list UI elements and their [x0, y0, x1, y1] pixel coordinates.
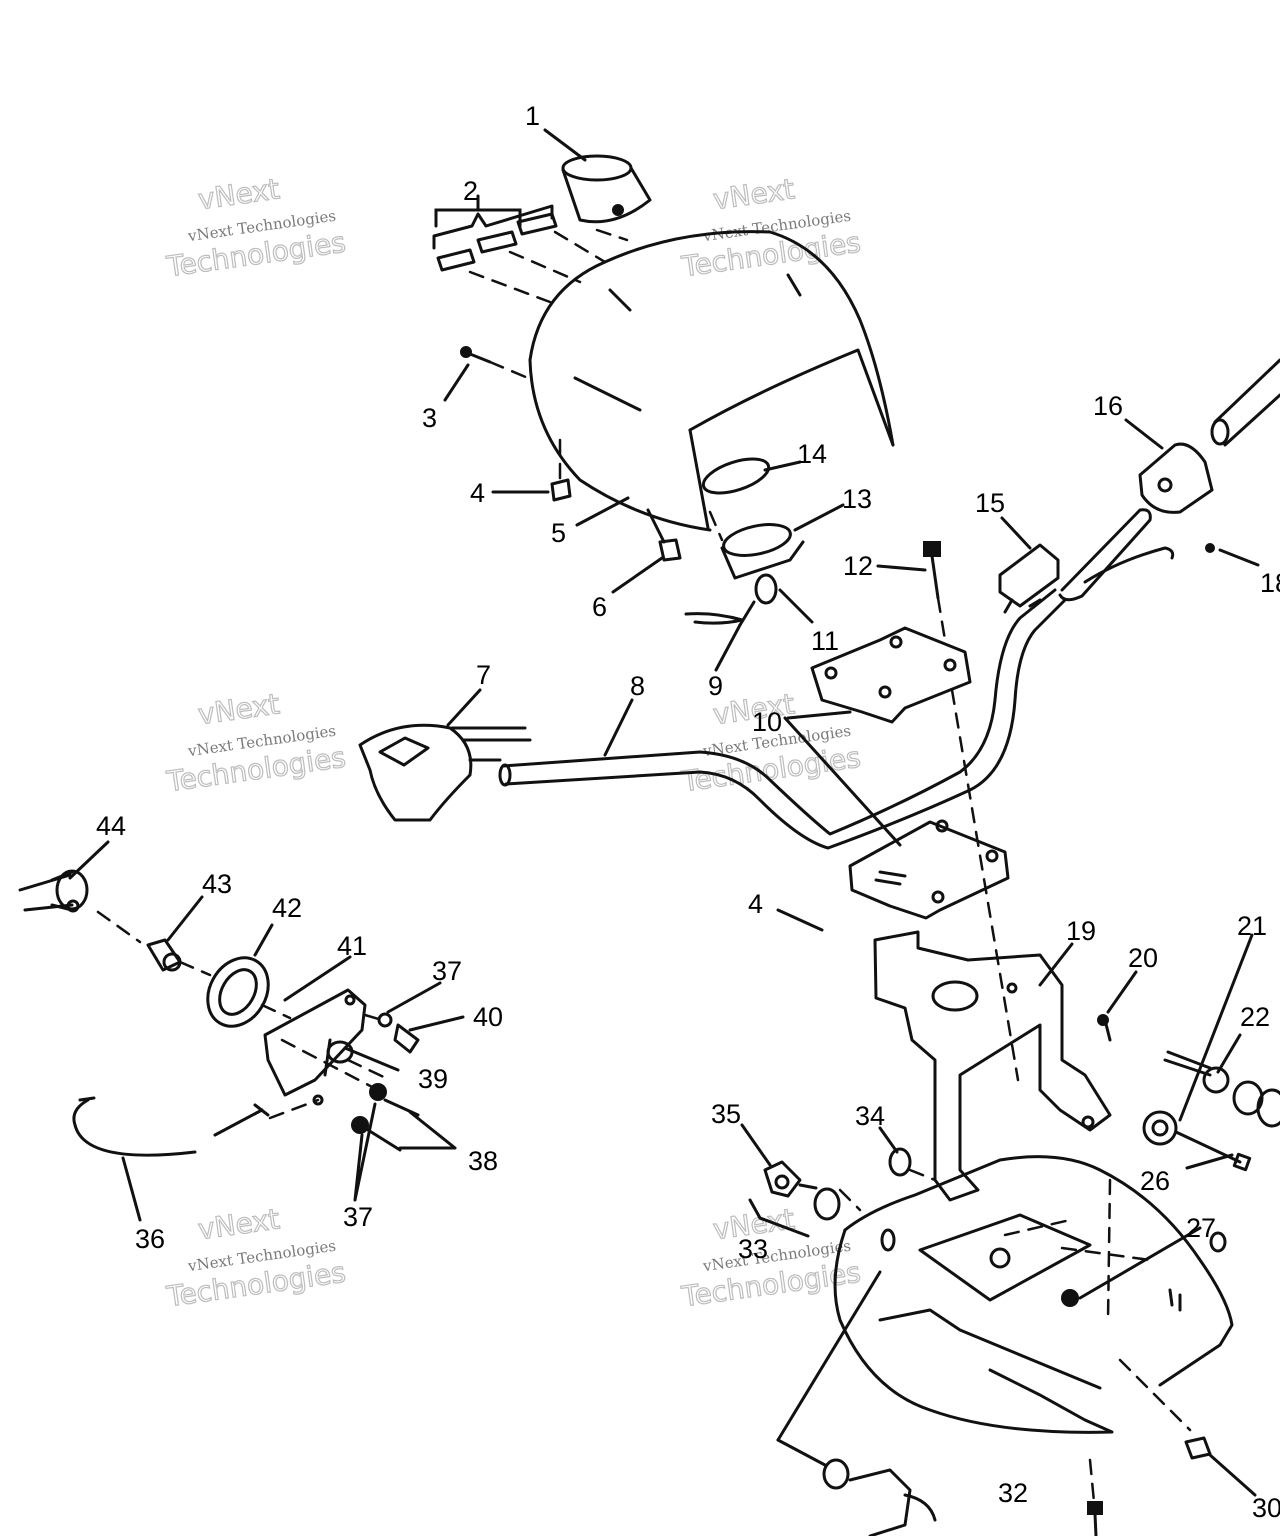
- watermark-top-center: vNext vNext Technologies Technologies: [678, 172, 863, 284]
- callout-5: 5: [551, 518, 566, 548]
- part-throttle-housing: [358, 723, 532, 822]
- callout-44: 44: [96, 811, 126, 841]
- callout-36: 36: [135, 1224, 165, 1254]
- part-bolt-12: [923, 541, 941, 600]
- callout-43: 43: [202, 869, 232, 899]
- callout-7: 7: [476, 660, 491, 690]
- part-clamp-upper: [810, 626, 972, 724]
- callout-1: 1: [525, 101, 540, 131]
- callout-10: 10: [752, 707, 782, 737]
- callout-4: 4: [470, 478, 485, 508]
- callout-11: 11: [811, 626, 839, 656]
- callout-3: 3: [422, 403, 437, 433]
- callout-20: 20: [1128, 943, 1158, 973]
- part-clip-30: [1087, 1436, 1212, 1536]
- callout-16: 16: [1093, 391, 1123, 421]
- callout-34: 34: [855, 1101, 885, 1131]
- callout-27: 27: [1186, 1213, 1216, 1243]
- callout-22: 22: [1240, 1002, 1270, 1032]
- part-kill-switch: [822, 1458, 937, 1536]
- part-mounting-bracket: [873, 930, 1112, 1202]
- part-washers-35-34: [763, 1147, 912, 1221]
- watermark-brand: vNext: [196, 1202, 282, 1246]
- part-bezel: [720, 523, 805, 580]
- callout-14: 14: [797, 439, 827, 469]
- watermark-mid-left: vNext vNext Technologies Technologies: [163, 687, 348, 799]
- part-handlebar: [498, 588, 1067, 850]
- callout-38: 38: [468, 1146, 498, 1176]
- callout-21: 21: [1237, 911, 1267, 941]
- callout-4-second: 4: [748, 889, 763, 919]
- part-screw-3: [460, 346, 492, 364]
- watermark-brand: vNext: [196, 687, 282, 731]
- part-clip-4: [550, 478, 572, 502]
- watermark-brand: vNext: [711, 172, 797, 216]
- callout-37: 37: [432, 956, 462, 986]
- callout-37-second: 37: [343, 1202, 373, 1232]
- part-lower-fairing: [833, 1155, 1234, 1434]
- callout-8: 8: [630, 671, 645, 701]
- watermark-bottom-left: vNext vNext Technologies Technologies: [163, 1202, 348, 1314]
- callout-32: 32: [998, 1478, 1028, 1508]
- part-retaining-ring: [701, 457, 771, 495]
- callout-13: 13: [842, 484, 872, 514]
- part-screw-20: [1097, 1014, 1112, 1042]
- callout-9: 9: [708, 671, 723, 701]
- alignment-lines: [96, 228, 1192, 1504]
- part-gauge-cup: [561, 154, 652, 224]
- watermark-mid-center: vNext vNext Technologies Technologies: [678, 687, 863, 799]
- callout-6: 6: [592, 592, 607, 622]
- part-left-assembly: [18, 869, 420, 1157]
- callout-2: 2: [463, 176, 478, 206]
- callout-33: 33: [738, 1234, 768, 1264]
- part-indicator-lights: [432, 204, 558, 272]
- part-connector-6: [646, 508, 682, 562]
- callout-15: 15: [975, 488, 1005, 518]
- part-gear-assembly: [1142, 1050, 1280, 1253]
- part-brake-lever: [998, 508, 1175, 614]
- callout-35: 35: [711, 1099, 741, 1129]
- callout-39: 39: [418, 1064, 448, 1094]
- callout-18: 18: [1260, 568, 1280, 598]
- part-switch-housing: [1138, 358, 1280, 553]
- leader-lines: [68, 128, 1260, 1497]
- callout-40: 40: [473, 1002, 503, 1032]
- callout-19: 19: [1066, 916, 1096, 946]
- part-bulb-socket: [684, 573, 778, 627]
- callout-numbers: 1 2 3 4 5 6 7 8 9 10 11 12 13 14 15 16 1…: [96, 101, 1280, 1523]
- watermark-top-left: vNext vNext Technologies Technologies: [163, 172, 348, 284]
- part-clamp-lower: [848, 819, 1010, 920]
- watermark-brand: vNext: [196, 172, 282, 216]
- callout-26: 26: [1140, 1166, 1170, 1196]
- callout-12: 12: [843, 551, 873, 581]
- callout-30: 30: [1252, 1493, 1280, 1523]
- callout-42: 42: [272, 893, 302, 923]
- callout-41: 41: [337, 931, 367, 961]
- part-headlight-pod: [528, 230, 895, 532]
